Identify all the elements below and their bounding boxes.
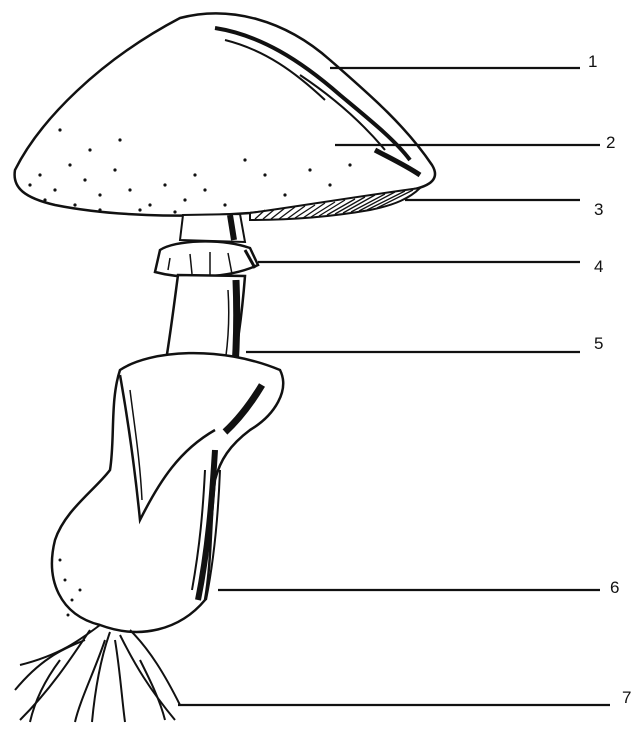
label-7: 7 [622,688,631,708]
label-6: 6 [610,578,619,598]
label-3: 3 [594,200,603,220]
mushroom-ring [155,241,258,276]
upper-stem [180,214,245,242]
label-1: 1 [588,52,597,72]
label-2: 2 [606,133,615,153]
mushroom-roots [15,625,180,722]
label-4: 4 [594,257,603,277]
mushroom-cap [15,13,435,215]
label-5: 5 [594,334,603,354]
